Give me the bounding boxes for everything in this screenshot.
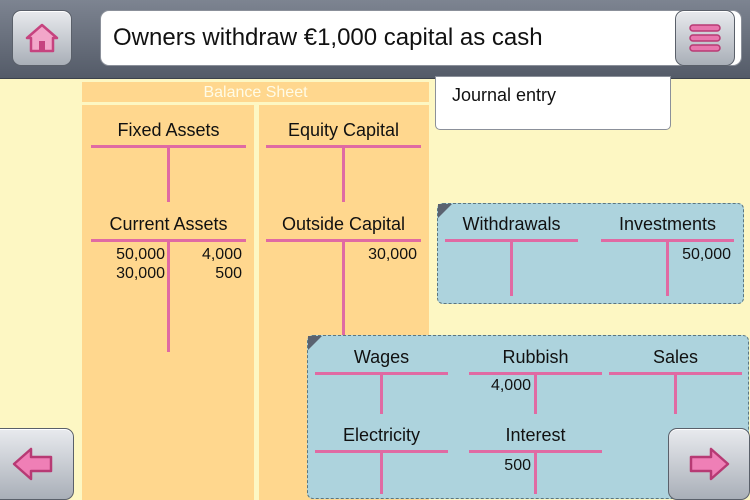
debit-entry: 4,000 xyxy=(490,377,531,394)
home-icon xyxy=(25,23,59,53)
t-account-fixed-assets[interactable]: Fixed Assets xyxy=(91,120,246,205)
t-account-stem xyxy=(380,450,383,494)
debit-column: 500 xyxy=(469,456,531,475)
arrow-left-icon xyxy=(12,447,53,481)
t-account-title: Interest xyxy=(505,425,566,445)
credit-entry: 50,000 xyxy=(682,246,731,263)
debit-entry: 500 xyxy=(504,457,531,474)
panel-corner-icon xyxy=(308,336,322,350)
equity-accounts-panel xyxy=(437,203,744,304)
t-account-title: Wages xyxy=(353,347,410,367)
t-account-investments[interactable]: Investments 50,000 xyxy=(601,214,734,299)
t-account-stem xyxy=(674,372,677,414)
t-account-wages[interactable]: Wages xyxy=(315,347,448,417)
t-account-stem xyxy=(380,372,383,414)
t-account-stem xyxy=(666,239,669,296)
t-account-electricity[interactable]: Electricity xyxy=(315,425,448,497)
t-account-stem xyxy=(167,145,170,202)
credit-entry: 500 xyxy=(215,265,242,282)
t-account-title: Outside Capital xyxy=(281,214,406,234)
t-account-stem xyxy=(510,239,513,296)
t-account-stem xyxy=(342,239,345,352)
balance-sheet-title: Balance Sheet xyxy=(203,84,308,101)
credit-column: 4,000 500 xyxy=(173,245,242,283)
page-title: Owners withdraw €1,000 capital as cash xyxy=(113,24,543,51)
menu-button[interactable] xyxy=(675,10,735,66)
previous-button[interactable] xyxy=(0,428,74,500)
t-account-equity-capital[interactable]: Equity Capital xyxy=(266,120,421,205)
menu-icon xyxy=(689,24,721,52)
home-button[interactable] xyxy=(12,10,72,66)
t-account-rubbish[interactable]: Rubbish 4,000 xyxy=(469,347,602,417)
debit-column: 50,000 30,000 xyxy=(91,245,165,283)
t-account-withdrawals[interactable]: Withdrawals xyxy=(445,214,578,299)
t-account-title: Rubbish xyxy=(502,347,569,367)
t-account-outside-capital[interactable]: Outside Capital 30,000 xyxy=(266,214,421,354)
debit-column: 4,000 xyxy=(469,376,531,395)
t-account-stem xyxy=(342,145,345,202)
t-account-current-assets[interactable]: Current Assets 50,000 30,000 4,000 500 xyxy=(91,214,246,354)
journal-entry-box[interactable]: Journal entry xyxy=(435,76,671,130)
credit-column: 30,000 xyxy=(348,245,417,264)
t-account-interest[interactable]: Interest 500 xyxy=(469,425,602,497)
arrow-right-icon xyxy=(689,447,730,481)
t-account-title: Withdrawals xyxy=(462,214,561,234)
t-account-title: Investments xyxy=(618,214,717,234)
t-account-stem xyxy=(167,239,170,352)
t-account-title: Current Assets xyxy=(109,214,228,234)
debit-entry: 30,000 xyxy=(116,265,165,282)
panel-corner-icon xyxy=(438,204,452,218)
t-account-title: Equity Capital xyxy=(287,120,400,140)
balance-sheet-divider xyxy=(254,104,259,500)
t-account-stem xyxy=(534,450,537,494)
debit-entry: 50,000 xyxy=(116,246,165,263)
credit-entry: 4,000 xyxy=(201,246,242,263)
t-account-sales[interactable]: Sales xyxy=(609,347,742,417)
t-account-title: Fixed Assets xyxy=(117,120,220,140)
next-button[interactable] xyxy=(668,428,750,500)
credit-column: 50,000 xyxy=(671,245,731,264)
t-account-title: Electricity xyxy=(342,425,420,445)
credit-entry: 30,000 xyxy=(368,246,417,263)
journal-entry-label: Journal entry xyxy=(452,85,557,105)
balance-sheet-divider-top xyxy=(82,102,429,105)
t-account-stem xyxy=(534,372,537,414)
t-account-title: Sales xyxy=(652,347,699,367)
title-box: Owners withdraw €1,000 capital as cash xyxy=(100,10,742,66)
